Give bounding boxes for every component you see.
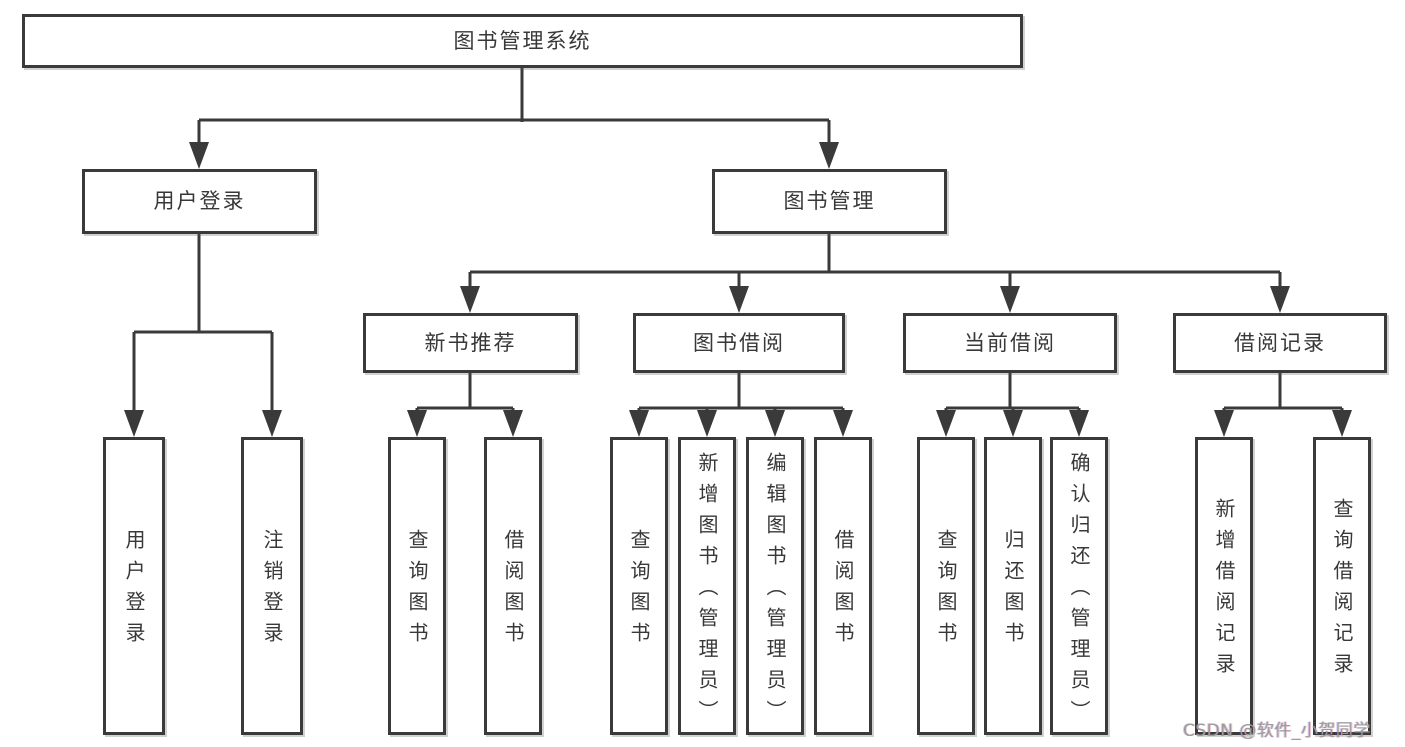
node-label: 编辑图书（管理员） — [763, 451, 787, 731]
node-library-management-system: 图书管理系统 — [22, 14, 1023, 68]
leaf-query-books-recommend: 查询图书 — [388, 437, 446, 735]
node-label: 新增借阅记录 — [1212, 498, 1236, 684]
leaf-logout: 注销登录 — [241, 437, 303, 735]
node-book-borrow: 图书借阅 — [633, 313, 845, 373]
node-user-login: 用户登录 — [82, 169, 317, 234]
connector-root-branch — [189, 68, 839, 169]
arrow-down-icon — [1270, 286, 1290, 313]
connector-book-borrow-branch — [629, 373, 853, 437]
node-label: 借阅图书 — [831, 529, 855, 653]
node-label: 用户登录 — [122, 529, 146, 653]
node-label: 查询借阅记录 — [1330, 498, 1354, 684]
watermark: CSDN @软件_小贺同学 — [1183, 721, 1371, 741]
node-borrow-records: 借阅记录 — [1173, 313, 1387, 373]
arrow-down-icon — [1003, 410, 1023, 437]
arrow-down-icon — [697, 410, 717, 437]
leaf-add-borrow-record: 新增借阅记录 — [1195, 437, 1253, 735]
leaf-query-borrow-record: 查询借阅记录 — [1313, 437, 1371, 735]
leaf-borrow-books: 借阅图书 — [814, 437, 872, 735]
connector-new-book-branch — [407, 373, 523, 437]
leaf-query-books-borrow: 查询图书 — [610, 437, 668, 735]
node-label: 新书推荐 — [424, 330, 517, 355]
arrow-down-icon — [407, 410, 427, 437]
node-label: 查询图书 — [934, 529, 958, 653]
leaf-borrow-books-recommend: 借阅图书 — [484, 437, 542, 735]
arrow-down-icon — [503, 410, 523, 437]
connector-user-login-branch — [124, 234, 282, 437]
connector-borrow-record-branch — [1214, 373, 1352, 437]
arrow-down-icon — [1000, 286, 1020, 313]
leaf-edit-book-admin: 编辑图书（管理员） — [746, 437, 804, 735]
arrow-down-icon — [819, 142, 839, 169]
node-label: 图书借阅 — [693, 330, 785, 355]
node-label: 用户登录 — [153, 189, 246, 213]
arrow-down-icon — [629, 410, 649, 437]
node-label: 图书管理 — [783, 189, 876, 213]
node-book-management: 图书管理 — [712, 169, 947, 234]
node-label: 注销登录 — [260, 529, 284, 653]
arrow-down-icon — [1069, 410, 1089, 437]
node-label: 当前借阅 — [964, 330, 1056, 355]
connector-book-management-branch — [460, 234, 1290, 313]
arrow-down-icon — [833, 410, 853, 437]
node-new-book-recommend: 新书推荐 — [363, 313, 578, 373]
leaf-add-book-admin: 新增图书（管理员） — [678, 437, 736, 735]
arrow-down-icon — [1214, 410, 1234, 437]
node-label: 查询图书 — [627, 529, 651, 653]
leaf-return-books: 归还图书 — [984, 437, 1042, 735]
arrow-down-icon — [729, 286, 749, 313]
arrow-down-icon — [262, 410, 282, 437]
node-current-borrow: 当前借阅 — [903, 313, 1117, 373]
arrow-down-icon — [1332, 410, 1352, 437]
leaf-confirm-return-admin: 确认归还（管理员） — [1050, 437, 1108, 735]
arrow-down-icon — [189, 142, 209, 169]
node-label: 借阅记录 — [1234, 330, 1326, 355]
node-label: 归还图书 — [1001, 529, 1025, 653]
connector-current-borrow-branch — [936, 373, 1089, 437]
node-label: 查询图书 — [405, 529, 429, 653]
leaf-user-login: 用户登录 — [103, 437, 165, 735]
arrow-down-icon — [124, 410, 144, 437]
node-label: 新增图书（管理员） — [695, 451, 719, 731]
arrow-down-icon — [936, 410, 956, 437]
node-label: 借阅图书 — [501, 529, 525, 653]
node-label: 图书管理系统 — [453, 28, 592, 53]
leaf-query-books-current: 查询图书 — [917, 437, 975, 735]
node-label: 确认归还（管理员） — [1067, 451, 1091, 731]
arrow-down-icon — [765, 410, 785, 437]
arrow-down-icon — [460, 286, 480, 313]
